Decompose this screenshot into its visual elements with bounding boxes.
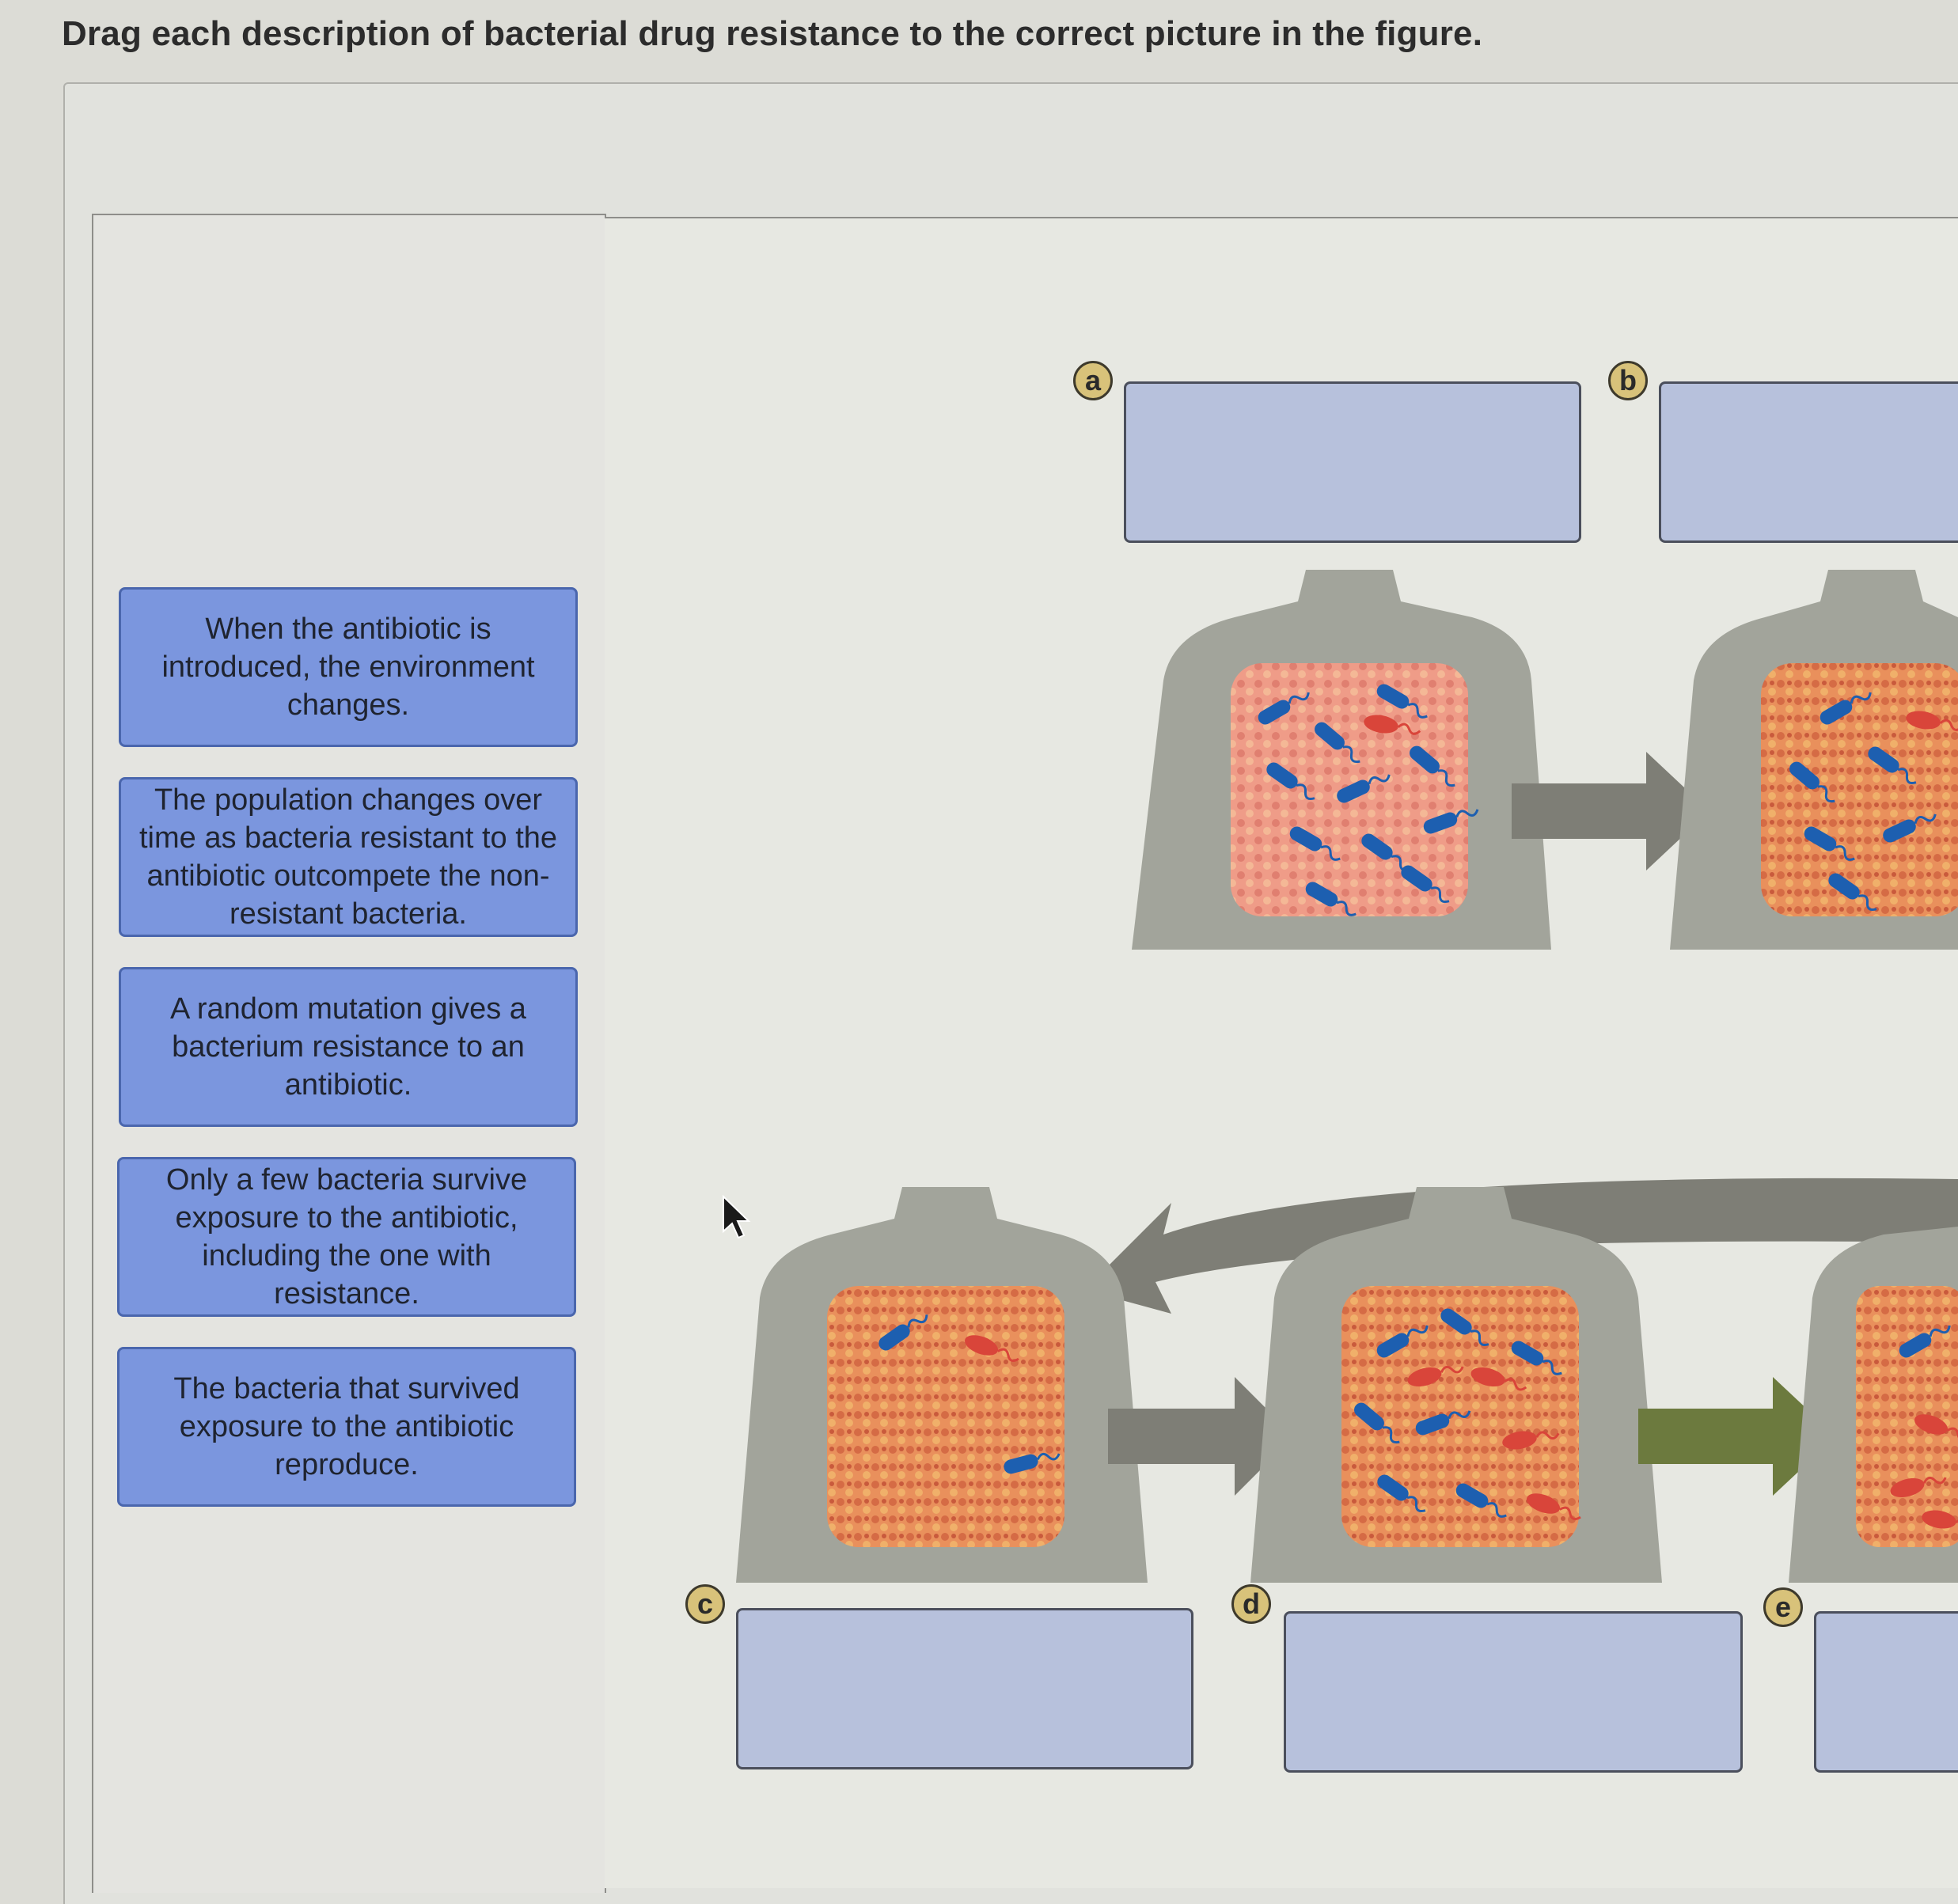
question-prompt: Drag each description of bacterial drug …	[62, 14, 1483, 53]
drop-zone-e[interactable]	[1814, 1611, 1958, 1773]
drop-zone-a[interactable]	[1124, 381, 1581, 543]
label-card-text: Only a few bacteria survive exposure to …	[165, 1163, 528, 1310]
label-card-population-changes[interactable]: The population changes over time as bact…	[119, 777, 578, 937]
label-card-environment-changes[interactable]: When the antibiotic is introduced, the e…	[119, 587, 578, 747]
drop-zone-d[interactable]	[1284, 1611, 1743, 1773]
torso-figure-d	[1250, 1187, 1662, 1583]
step-badge-e: e	[1763, 1587, 1803, 1627]
drop-zone-c[interactable]	[736, 1608, 1193, 1769]
arrow-d-to-e	[1638, 1377, 1836, 1496]
label-card-random-mutation[interactable]: A random mutation gives a bacterium resi…	[119, 967, 578, 1127]
label-card-text: The bacteria that survived exposure to t…	[173, 1372, 520, 1481]
label-card-text: A random mutation gives a bacterium resi…	[170, 992, 526, 1102]
torso-figure-c	[736, 1187, 1148, 1583]
torso-figure-e	[1789, 1227, 1958, 1583]
mouse-pointer-icon	[723, 1195, 751, 1239]
step-badge-b: b	[1608, 361, 1648, 400]
step-badge-c: c	[685, 1584, 725, 1624]
arrow-a-to-b	[1512, 752, 1709, 870]
label-card-text: When the antibiotic is introduced, the e…	[161, 613, 535, 722]
step-badge-d: d	[1231, 1584, 1271, 1624]
step-badge-a: a	[1073, 361, 1113, 400]
arrow-return-to-c	[1084, 1178, 1958, 1314]
drop-zone-b[interactable]	[1659, 381, 1958, 543]
arrow-c-to-d	[1108, 1377, 1294, 1496]
label-card-survivors-reproduce[interactable]: The bacteria that survived exposure to t…	[117, 1347, 576, 1507]
label-card-few-survive[interactable]: Only a few bacteria survive exposure to …	[117, 1157, 576, 1317]
torso-figure-a	[1132, 570, 1551, 950]
label-card-text: The population changes over time as bact…	[139, 783, 558, 931]
torso-figure-b	[1670, 570, 1958, 950]
